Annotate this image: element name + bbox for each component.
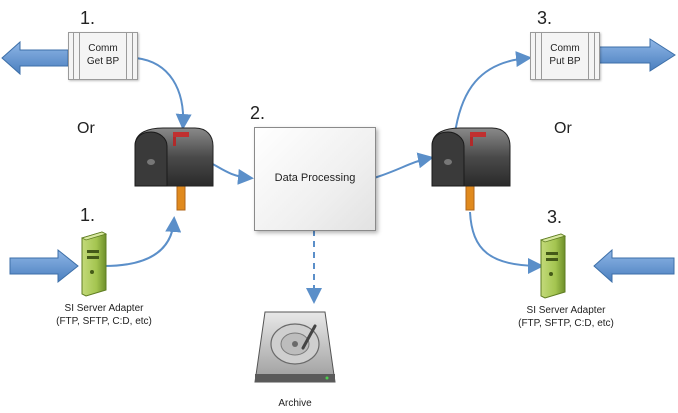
adapter-left-label: SI Server Adapter (FTP, SFTP, C:D, etc) <box>44 302 164 328</box>
step-number-get: 1. <box>80 8 96 28</box>
flow-arrow-get-to-mailbox <box>135 57 192 130</box>
or-label-right: Or <box>554 120 572 137</box>
adapter-right-line2: (FTP, SFTP, C:D, etc) <box>518 318 614 329</box>
adapter-left-line1: SI Server Adapter <box>64 303 144 314</box>
mailbox-icon <box>134 127 214 211</box>
server-icon <box>80 231 108 297</box>
data-processing-box: Data Processing <box>254 127 376 231</box>
flow-arrow-mailbox-to-put <box>453 51 532 141</box>
step-number-adapter-right: 3. <box>547 207 563 227</box>
comm-put-line1: Comm <box>550 43 580 54</box>
big-arrow-icon <box>597 38 676 72</box>
step-number-put: 3. <box>537 8 553 28</box>
flow-arrow-processing-to-mailbox <box>373 152 434 179</box>
server-icon <box>539 233 567 299</box>
mailbox-icon <box>431 127 511 211</box>
flow-arrow-adapter-to-mailbox <box>103 216 182 267</box>
big-arrow-icon <box>9 248 79 284</box>
step-number-adapter-left: 1. <box>80 205 96 225</box>
comm-put-bp-box: Comm Put BP <box>530 32 600 80</box>
comm-get-line2: Get BP <box>86 56 120 67</box>
archive-label: Archive <box>278 398 312 409</box>
comm-get-line1: Comm <box>88 43 118 54</box>
big-arrow-icon <box>593 248 675 284</box>
comm-get-bp-box: Comm Get BP <box>68 32 138 80</box>
big-arrow-icon <box>1 40 69 76</box>
adapter-right-line1: SI Server Adapter <box>526 305 606 316</box>
comm-put-line2: Put BP <box>549 56 581 67</box>
step-number-processing: 2. <box>250 103 266 123</box>
hard-drive-icon <box>254 311 336 383</box>
data-processing-label: Data Processing <box>274 172 356 184</box>
adapter-right-label: SI Server Adapter (FTP, SFTP, C:D, etc) <box>506 304 626 330</box>
adapter-left-line2: (FTP, SFTP, C:D, etc) <box>56 316 152 327</box>
or-label-left: Or <box>77 120 95 137</box>
flow-arrow-mailbox-to-adapter <box>469 211 544 274</box>
